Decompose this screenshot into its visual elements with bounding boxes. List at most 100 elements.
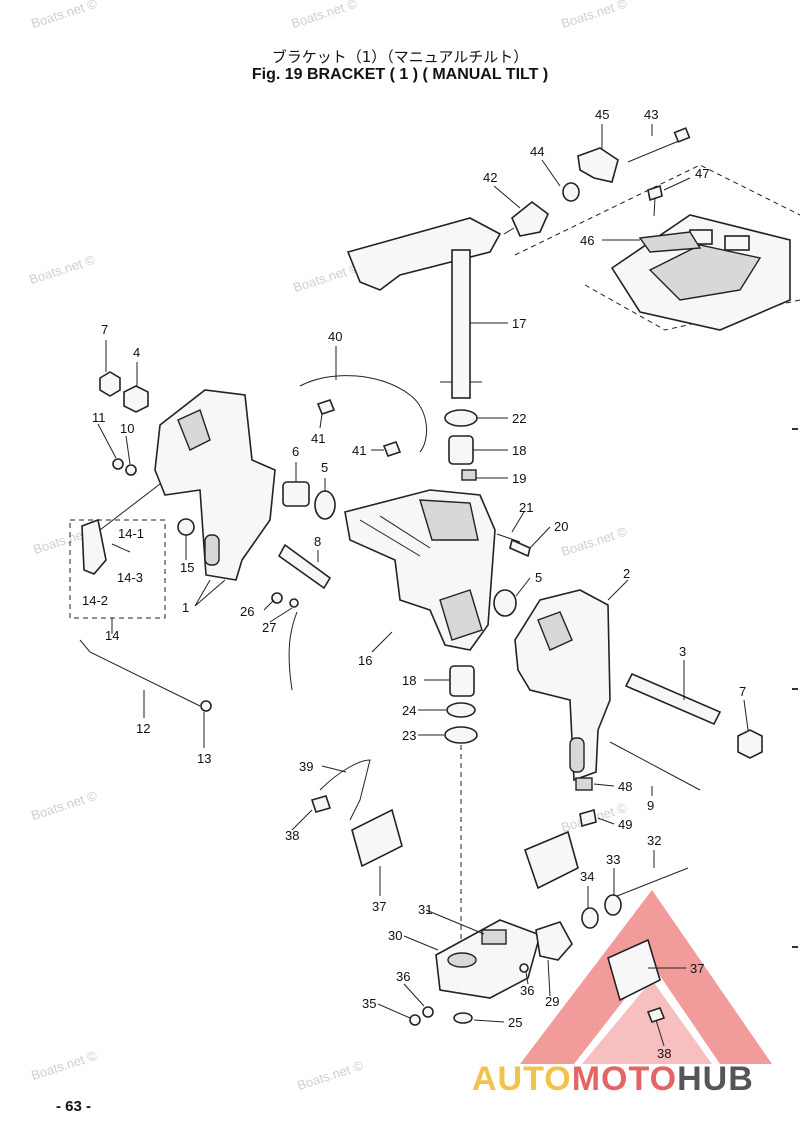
callout-label: 22 [512,411,526,426]
reference-line [514,164,800,256]
callout-label: 16 [358,653,372,668]
callout-label: 46 [580,233,594,248]
tilt-tube [277,543,332,590]
washer [422,1006,434,1018]
callout-label: 43 [644,107,658,122]
callout-label: 18 [402,673,416,688]
bolt [509,538,531,558]
circlip [453,1012,473,1024]
leader [503,227,515,235]
callout-label: 15 [180,560,194,575]
callout-label: 34 [580,869,594,884]
washer [493,589,517,617]
stopper [575,777,593,791]
bushing [449,665,475,697]
callout-label: 4 [133,345,140,360]
tilt-lever [81,518,107,575]
callout-label: 42 [483,170,497,185]
callout-label: 14-2 [82,593,108,608]
mount-plate [607,938,661,1002]
clip [461,469,477,481]
callout-label: 8 [314,534,321,549]
spring [111,543,131,553]
ground-wire [288,611,298,691]
ground-wire [319,759,371,821]
o-ring [446,702,476,718]
washer [125,464,137,476]
callout-label: 36 [520,983,534,998]
rubber-mount [511,200,549,237]
steering-arm [346,217,502,291]
washer [519,963,529,973]
bolt [653,197,656,217]
edge-mark [792,688,798,690]
spring [496,533,521,543]
edge-mark [792,428,798,430]
screw [271,592,283,604]
nut [123,385,149,413]
callout-label: 14-1 [118,526,144,541]
callout-label: 13 [197,751,211,766]
nut [737,729,763,759]
washer [581,907,599,929]
bolt [316,399,336,415]
washer [314,490,336,520]
callout-label: 47 [695,166,709,181]
steering-shaft [451,249,471,399]
tilt-pin [99,483,161,531]
callout-label: 40 [328,329,342,344]
rod [609,741,701,791]
callout-label: 7 [101,322,108,337]
lower-mount-housing [435,919,541,999]
callout-label: 23 [402,728,416,743]
callout-label: 37 [372,899,386,914]
bolt [647,184,663,202]
callout-label: 26 [240,604,254,619]
callout-label: 1 [182,600,189,615]
callout-labels: 45 43 44 47 42 46 17 40 7 4 22 11 10 41 … [82,107,746,1061]
swivel-bracket [344,489,496,651]
callout-label: 5 [321,460,328,475]
callout-label: 41 [352,443,366,458]
bolt [310,795,332,813]
page-number: - 63 - [56,1098,92,1115]
callout-label: 45 [595,107,609,122]
right-stern-bracket [514,589,611,782]
tilt-rod [79,639,201,707]
bushing [282,481,310,507]
nut [409,1014,421,1026]
washer [444,409,478,427]
callout-label: 33 [606,852,620,867]
rubber-mount [524,830,579,890]
callout-label: 48 [618,779,632,794]
callout-label: 3 [679,644,686,659]
logo-text-part: HUB [677,1060,754,1098]
bolt [646,1007,666,1023]
assembly-group-box [69,519,166,619]
callout-label: 14 [105,628,119,643]
callout-label: 38 [657,1046,671,1061]
callout-label: 6 [292,444,299,459]
callout-label: 25 [508,1015,522,1030]
callout-label: 7 [739,684,746,699]
callout-label: 31 [418,902,432,917]
callout-label: 14-3 [117,570,143,585]
figure-title-japanese: ブラケット（1）（マニュアルチルト） [271,48,529,66]
callout-label: 2 [623,566,630,581]
washer [177,518,195,536]
callout-label: 39 [299,759,313,774]
bolt [382,441,402,457]
bushing [448,435,474,465]
logo-text-part: AUTO [472,1060,572,1098]
callout-label: 37 [690,961,704,976]
callout-label: 9 [647,798,654,813]
engine-mount-block [610,214,791,331]
washer [444,726,478,744]
callout-label: 27 [262,620,276,635]
rubber-mount [535,921,573,961]
site-logo: AUTOMOTOHUB [472,1060,754,1099]
tilt-pin [624,672,722,726]
callout-label: 5 [535,570,542,585]
logo-text-part: MOTO [571,1060,678,1098]
callout-label: 10 [120,421,134,436]
